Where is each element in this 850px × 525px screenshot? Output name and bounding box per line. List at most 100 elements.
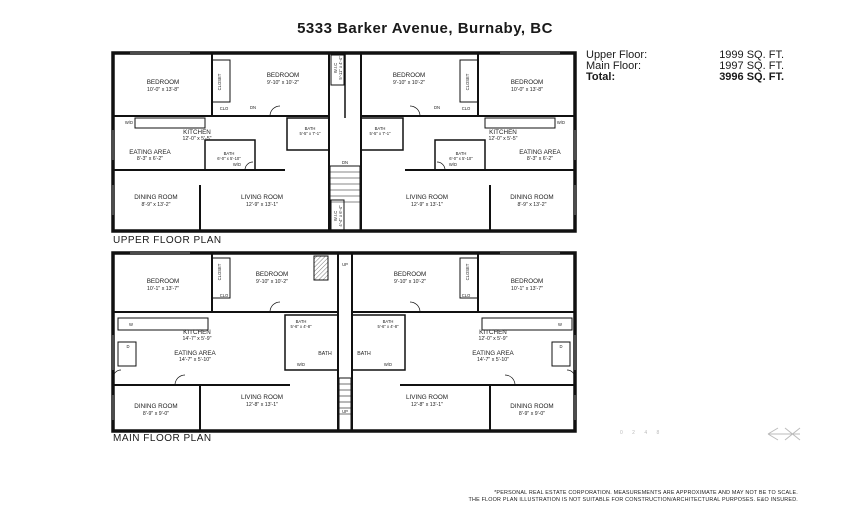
- upper-floor-plan: [111, 51, 577, 233]
- room-name: BATH: [375, 126, 386, 131]
- room-name: LIVING ROOM: [406, 394, 448, 401]
- room-dims: 5'-6" x 4'-8": [290, 324, 312, 329]
- room-name: BEDROOM: [511, 278, 544, 285]
- bath-wall: [204, 139, 256, 171]
- room-dims: 14'-7" x 5'-10": [179, 357, 211, 363]
- room-dims: 4'-4" x 6'-4": [338, 205, 343, 227]
- stair-tag: DN: [250, 105, 256, 110]
- stair-tag: UP: [342, 409, 348, 414]
- door-swings: [244, 105, 446, 171]
- kitchen-counter: [481, 317, 573, 331]
- kitchen-counter: [117, 317, 209, 331]
- walk-in-closet: [330, 54, 345, 86]
- kitchen-counter: [134, 117, 206, 129]
- room-name: DINING ROOM: [510, 403, 553, 410]
- main-room-labels: BEDROOM 10'-1" x 13'-7" BEDROOM 9'-10" x…: [126, 262, 562, 417]
- door-swings: [112, 301, 576, 386]
- room-dims: 12'-9" x 13'-1": [411, 202, 443, 208]
- area-row-upper: Upper Floor: 1999 SQ. FT.: [586, 50, 784, 61]
- room-dims: 10'-1" x 13'-7": [511, 286, 543, 292]
- area-value: 1997 SQ. FT.: [719, 60, 784, 72]
- stair: [338, 377, 352, 431]
- room-name: BATH: [305, 126, 316, 131]
- room-name: BATH: [456, 151, 467, 156]
- bath-wall: [434, 139, 486, 171]
- closet-tag: CLO: [220, 106, 229, 111]
- bath-wall: [351, 314, 406, 371]
- room-dims: 10'-1" x 13'-7": [147, 286, 179, 292]
- page-title: 5333 Barker Avenue, Burnaby, BC: [297, 20, 553, 37]
- stair-tag: DN: [342, 160, 348, 165]
- room-name: BEDROOM: [267, 72, 300, 79]
- room-dims: 12'-8" x 13'-1": [246, 402, 278, 408]
- room-name: BEDROOM: [511, 79, 544, 86]
- appliance-tag: W: [558, 322, 562, 327]
- room-dims: 10'-0" x 13'-8": [511, 87, 543, 93]
- disclaimer-line: THE FLOOR PLAN ILLUSTRATION IS NOT SUITA…: [468, 497, 798, 503]
- room-name: BATH: [224, 151, 235, 156]
- closet-tag: CLOSET: [217, 263, 222, 280]
- room-name: BEDROOM: [147, 79, 180, 86]
- room-dims: 12'-0" x 5'-9": [478, 336, 507, 342]
- laundry-tag: W/D: [449, 162, 457, 167]
- bath-wall: [284, 314, 339, 371]
- room-dims: 6'-0" x 5'-10": [449, 156, 473, 161]
- laundry-tag: W/D: [125, 120, 133, 125]
- room-name: W.I.C: [333, 211, 338, 221]
- room-dims: 10'-0" x 13'-8": [147, 87, 179, 93]
- area-label: Main Floor:: [586, 60, 642, 72]
- bath-wall: [286, 117, 330, 151]
- disclaimer: *PERSONAL REAL ESTATE CORPORATION. MEASU…: [338, 490, 798, 504]
- room-name: BATH: [318, 351, 332, 357]
- room-dims: 14'-7" x 5'-9": [182, 336, 211, 342]
- laundry-tag: W/D: [233, 162, 241, 167]
- room-dims: 12'-0" x 5'-5": [182, 136, 211, 142]
- room-name: LIVING ROOM: [241, 394, 283, 401]
- closet: [211, 257, 231, 299]
- room-name: BATH: [357, 351, 371, 357]
- room-dims: 9'-10" x 10'-2": [393, 80, 425, 86]
- stair-treads: [330, 171, 360, 203]
- room-name: EATING AREA: [129, 149, 171, 156]
- room-dims: 5'-6" x 4'-8": [377, 324, 399, 329]
- area-row-main: Main Floor: 1997 SQ. FT.: [586, 61, 784, 72]
- room-dims: 12'-8" x 13'-1": [411, 402, 443, 408]
- room-name: LIVING ROOM: [241, 194, 283, 201]
- room-name: KITCHEN: [183, 329, 211, 336]
- appliance-tag: W: [129, 322, 133, 327]
- stair-tag: DN: [434, 105, 440, 110]
- room-name: KITCHEN: [183, 129, 211, 136]
- room-dims: 12'-9" x 13'-1": [246, 202, 278, 208]
- room-name: BEDROOM: [393, 72, 426, 79]
- room-name: BEDROOM: [256, 271, 289, 278]
- closet-tag: CLO: [462, 293, 471, 298]
- bath-wall: [360, 117, 404, 151]
- area-value: 3996 SQ. FT.: [719, 71, 784, 83]
- stair-tag: UP: [342, 262, 348, 267]
- area-table: Upper Floor: 1999 SQ. FT. Main Floor: 19…: [586, 50, 784, 83]
- room-dims: 9'-10" x 10'-2": [256, 279, 288, 285]
- area-row-total: Total: 3996 SQ. FT.: [586, 72, 784, 83]
- room-dims: 9'-10" x 10'-2": [394, 279, 426, 285]
- closet: [459, 257, 479, 299]
- room-dims: 8'-9" x 13'-2": [141, 202, 170, 208]
- room-name: W.I.C: [333, 63, 338, 73]
- room-dims: 5'-5" x 7'-1": [299, 131, 321, 136]
- closet: [459, 59, 479, 103]
- room-name: KITCHEN: [489, 129, 517, 136]
- appliance-tag: D: [559, 344, 562, 349]
- room-name: BATH: [296, 319, 307, 324]
- room-dims: 5'-5" x 7'-1": [369, 131, 391, 136]
- area-value: 1999 SQ. FT.: [719, 49, 784, 61]
- area-label: Total:: [586, 71, 616, 83]
- room-name: EATING AREA: [519, 149, 561, 156]
- main-floor-plan: [111, 251, 577, 433]
- area-label: Upper Floor:: [586, 49, 648, 61]
- laundry-tag: W/D: [557, 120, 565, 125]
- room-name: EATING AREA: [174, 350, 216, 357]
- main-outer-wall: [111, 251, 577, 433]
- appliance-tag: D: [126, 344, 129, 349]
- room-dims: 8'-3" x 6'-2": [137, 156, 163, 162]
- laundry-tag: W/D: [297, 362, 305, 367]
- windows: [112, 252, 576, 420]
